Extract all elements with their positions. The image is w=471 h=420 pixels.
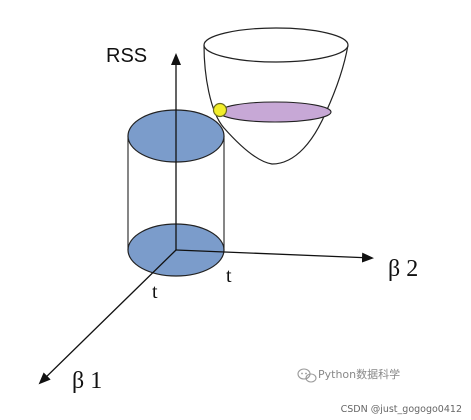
tick-label-right: t [226,265,232,287]
beta2-axis-label: β 2 [388,256,418,282]
tangent-point [212,102,228,118]
wechat-icon [297,368,317,383]
rss-axis-label: RSS [106,45,147,67]
rss-paraboloid-rim [203,27,349,63]
watermark-brand: Python数据科学 [318,367,400,381]
watermark: Python数据科学 [297,367,400,383]
beta1-axis [38,249,177,385]
beta1-axis-label: β 1 [72,368,102,394]
beta2-axis [175,249,374,263]
csdn-credit: CSDN @just_gogogo0412 [341,404,462,415]
tick-label-front: t [152,281,158,303]
rss-contour-ellipse [218,101,332,123]
